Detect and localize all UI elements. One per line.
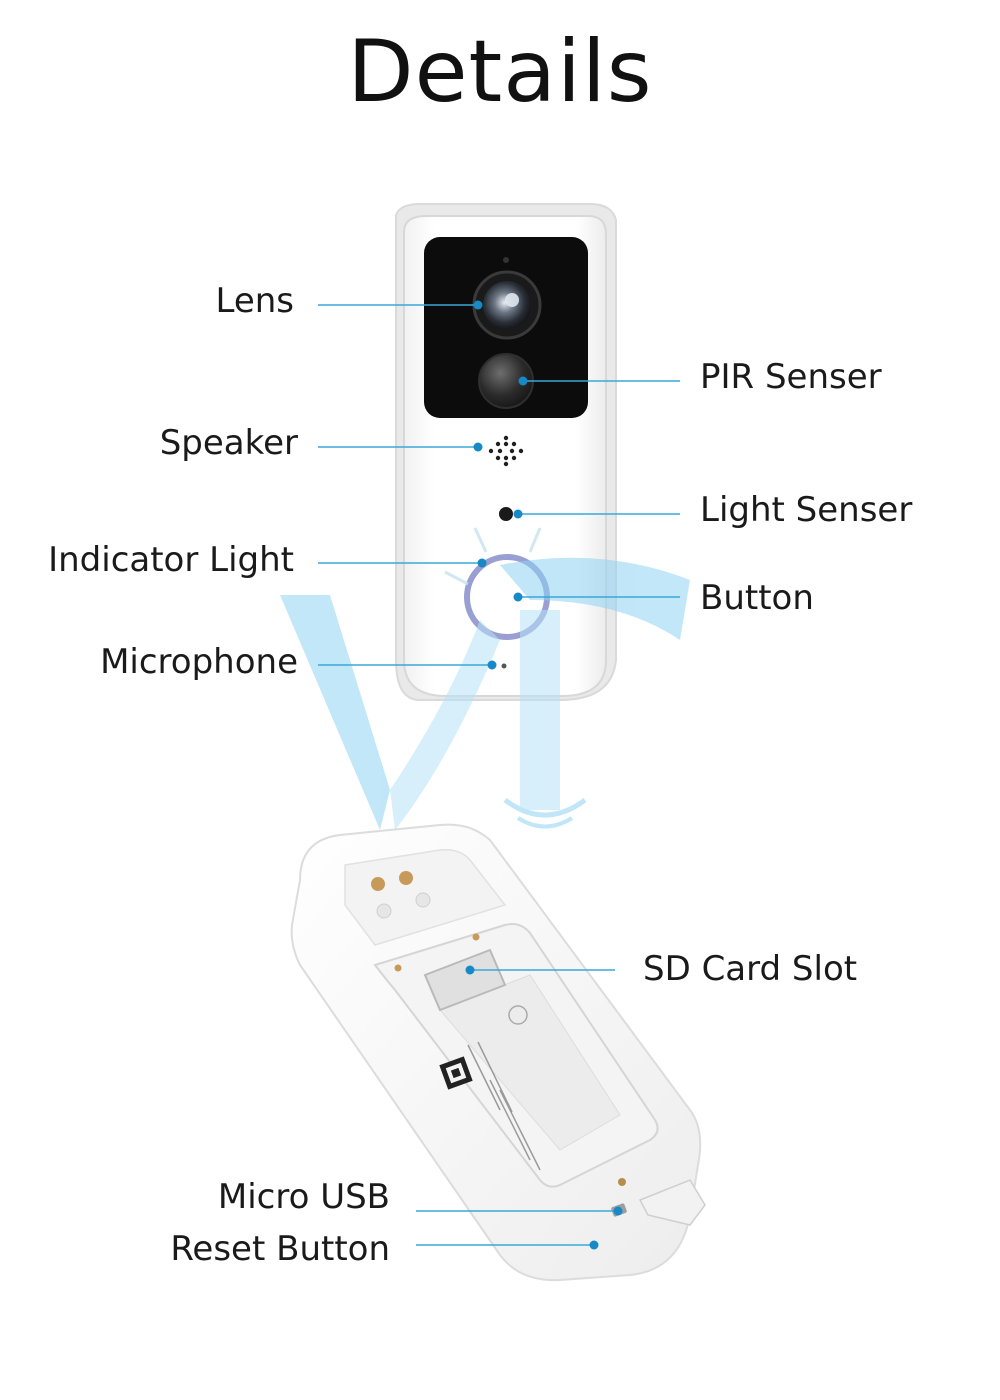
dot-light-sensor — [513, 509, 523, 519]
speaker-grille-icon — [488, 435, 524, 467]
qr-code-icon — [439, 1056, 473, 1090]
screw-hole-icon — [399, 871, 413, 885]
label-sd-card-slot: SD Card Slot — [643, 949, 858, 989]
dot-microphone — [487, 660, 497, 670]
callout-dots — [465, 300, 623, 1250]
label-speaker: Speaker — [159, 423, 298, 463]
label-lens: Lens — [215, 281, 294, 321]
label-reset-button: Reset Button — [170, 1229, 390, 1269]
doorbell-back — [290, 823, 706, 1282]
polarity-mark-icon — [508, 1005, 528, 1025]
label-light-sensor: Light Senser — [700, 490, 913, 530]
product-label-text-lines — [467, 1041, 541, 1171]
doorbell-front — [395, 203, 617, 701]
dot-reset — [589, 1240, 599, 1250]
light-sensor-icon — [499, 507, 513, 521]
dot-button — [513, 592, 523, 602]
label-microphone: Microphone — [100, 642, 298, 682]
microphone-hole-icon — [501, 663, 507, 669]
mount-hole-icon — [376, 903, 392, 919]
label-micro-usb: Micro USB — [217, 1177, 390, 1217]
indicator-glow — [444, 527, 542, 586]
label-button: Button — [700, 578, 814, 618]
mount-hole-icon — [415, 892, 431, 908]
dot-lens — [473, 300, 483, 310]
rubber-flap — [638, 1179, 706, 1226]
callout-lines — [318, 304, 680, 1246]
sd-card-slot-icon — [423, 948, 507, 1012]
front-pinhole — [503, 257, 509, 263]
dot-sd-card — [465, 965, 475, 975]
page-title: Details — [347, 22, 653, 122]
label-pir-sensor: PIR Senser — [700, 357, 882, 397]
dot-speaker — [473, 442, 483, 452]
dot-micro-usb — [613, 1206, 623, 1216]
label-indicator-light: Indicator Light — [48, 540, 294, 580]
dot-indicator — [477, 558, 487, 568]
dot-pir — [518, 376, 528, 386]
reset-button-icon — [618, 1178, 626, 1186]
screw-hole-icon — [371, 877, 385, 891]
watermark-logo — [280, 557, 690, 830]
